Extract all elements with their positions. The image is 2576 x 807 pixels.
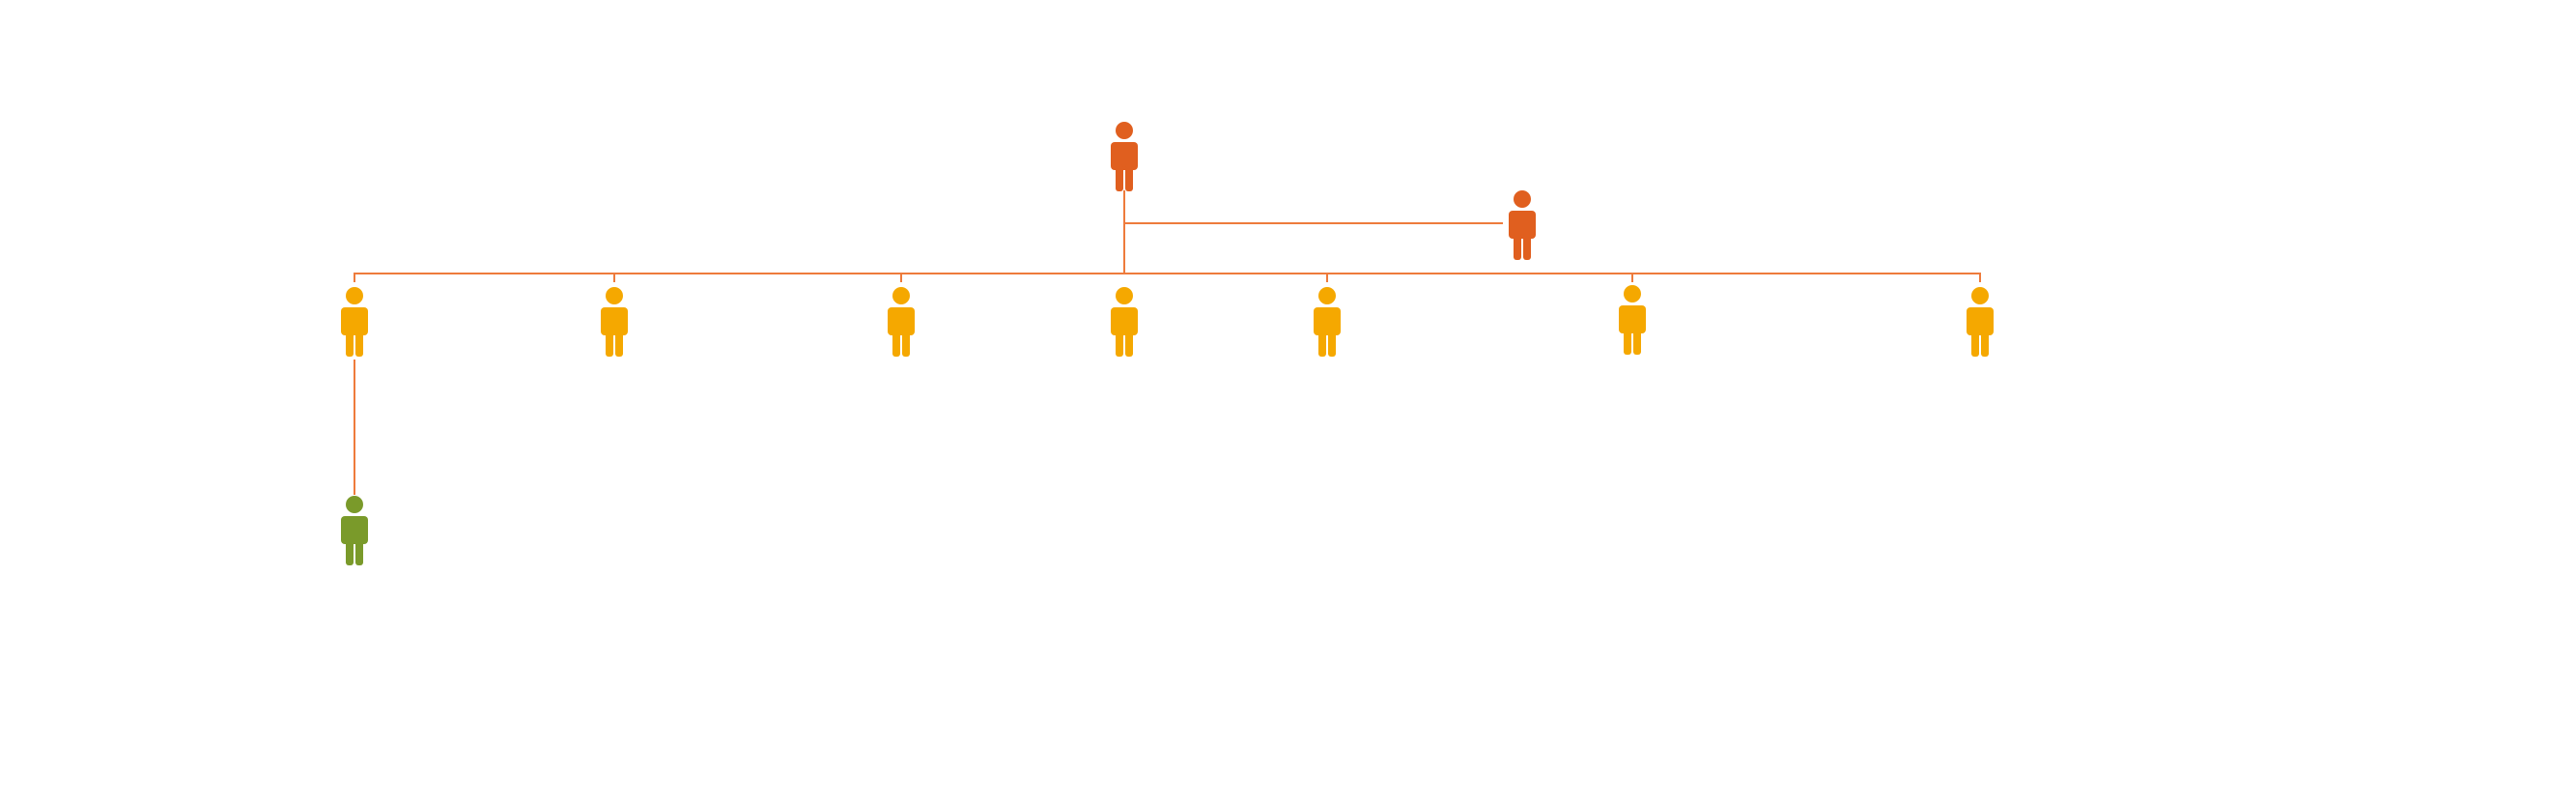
person-leg-right	[1125, 330, 1133, 357]
person-leg-left	[346, 538, 354, 565]
person-torso	[1111, 307, 1138, 335]
person-icon	[1111, 287, 1138, 357]
person-head	[1624, 285, 1641, 303]
person-leg-right	[1328, 330, 1336, 357]
person-node-m1[interactable]	[340, 287, 369, 357]
connector-drop-m1	[354, 274, 355, 282]
person-torso	[1111, 142, 1138, 170]
connector-drop-m2	[613, 274, 615, 282]
person-torso	[1509, 211, 1536, 239]
person-leg-right	[1523, 233, 1531, 260]
person-node-m7[interactable]	[1966, 287, 1995, 357]
person-icon	[601, 287, 628, 357]
person-torso	[1967, 307, 1994, 335]
person-leg-left	[1624, 328, 1631, 355]
person-leg-right	[355, 538, 363, 565]
person-icon	[1111, 122, 1138, 191]
connector-managers-bus	[354, 273, 1981, 274]
person-leg-right	[615, 330, 623, 357]
person-icon	[341, 496, 368, 565]
person-head	[1116, 287, 1133, 304]
person-leg-right	[1981, 330, 1989, 357]
person-leg-left	[1514, 233, 1521, 260]
person-leg-left	[892, 330, 900, 357]
person-icon	[888, 287, 915, 357]
person-leg-left	[346, 330, 354, 357]
person-node-m4[interactable]	[1110, 287, 1139, 357]
person-torso	[601, 307, 628, 335]
person-icon	[341, 287, 368, 357]
person-head	[892, 287, 910, 304]
person-node-m6[interactable]	[1618, 285, 1647, 355]
connector-drop-m6	[1631, 274, 1633, 282]
connector-drop-m7	[1979, 274, 1981, 282]
person-icon	[1314, 287, 1341, 357]
person-torso	[1619, 305, 1646, 333]
person-head	[1514, 190, 1531, 208]
person-torso	[888, 307, 915, 335]
person-head	[1318, 287, 1336, 304]
connector-root-trunk	[1123, 190, 1125, 274]
person-head	[606, 287, 623, 304]
person-leg-left	[606, 330, 613, 357]
person-torso	[1314, 307, 1341, 335]
person-head	[1116, 122, 1133, 139]
person-head	[1971, 287, 1989, 304]
person-head	[346, 496, 363, 513]
person-node-m2[interactable]	[600, 287, 629, 357]
person-icon	[1967, 287, 1994, 357]
connector-m1-staff	[354, 360, 355, 495]
person-leg-right	[1125, 164, 1133, 191]
connector-root-assistant	[1124, 222, 1503, 224]
connector-drop-m3	[900, 274, 902, 282]
person-torso	[341, 516, 368, 544]
person-icon	[1619, 285, 1646, 355]
person-icon	[1509, 190, 1536, 260]
person-node-m5[interactable]	[1313, 287, 1342, 357]
person-leg-left	[1971, 330, 1979, 357]
person-leg-left	[1116, 330, 1123, 357]
person-node-root[interactable]	[1110, 122, 1139, 191]
person-node-m3[interactable]	[887, 287, 916, 357]
person-leg-right	[902, 330, 910, 357]
person-head	[346, 287, 363, 304]
person-leg-right	[1633, 328, 1641, 355]
person-node-assistant[interactable]	[1508, 190, 1537, 260]
person-torso	[341, 307, 368, 335]
connector-drop-m5	[1326, 274, 1328, 282]
person-leg-left	[1318, 330, 1326, 357]
person-leg-right	[355, 330, 363, 357]
person-node-s1[interactable]	[340, 496, 369, 565]
person-leg-left	[1116, 164, 1123, 191]
